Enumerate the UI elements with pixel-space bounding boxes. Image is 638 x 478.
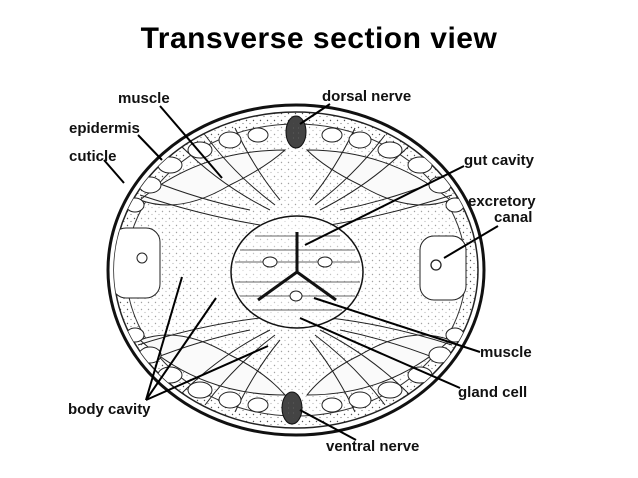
label-body-cavity: body cavity bbox=[68, 401, 151, 418]
label-epidermis: epidermis bbox=[69, 120, 140, 137]
label-muscle-top: muscle bbox=[118, 90, 170, 107]
excretory-canal-lumen bbox=[430, 259, 442, 271]
label-excretory-canal-line1: excretory bbox=[468, 193, 536, 210]
ventral-nerve-cord bbox=[281, 391, 303, 425]
label-dorsal-nerve: dorsal nerve bbox=[322, 88, 411, 105]
muscle-quadrant-bottom-right bbox=[305, 317, 465, 413]
lateral-cord-right bbox=[419, 235, 467, 301]
pharynx bbox=[230, 215, 364, 329]
lateral-cord-left bbox=[114, 227, 161, 299]
muscle-quadrant-top-left bbox=[125, 127, 287, 226]
gut-cavity-triradiate bbox=[257, 232, 337, 302]
label-ventral-nerve: ventral nerve bbox=[326, 438, 419, 455]
slide-title: Transverse section view bbox=[140, 22, 498, 55]
label-excretory-canal-line2: canal bbox=[494, 209, 532, 226]
muscle-quadrant-bottom-left bbox=[125, 317, 287, 413]
leader-lines bbox=[103, 103, 499, 441]
label-cuticle: cuticle bbox=[69, 148, 117, 165]
label-gut-cavity: gut cavity bbox=[464, 152, 535, 169]
label-muscle-bottom: muscle bbox=[480, 344, 532, 361]
label-gland-cell: gland cell bbox=[458, 384, 527, 401]
